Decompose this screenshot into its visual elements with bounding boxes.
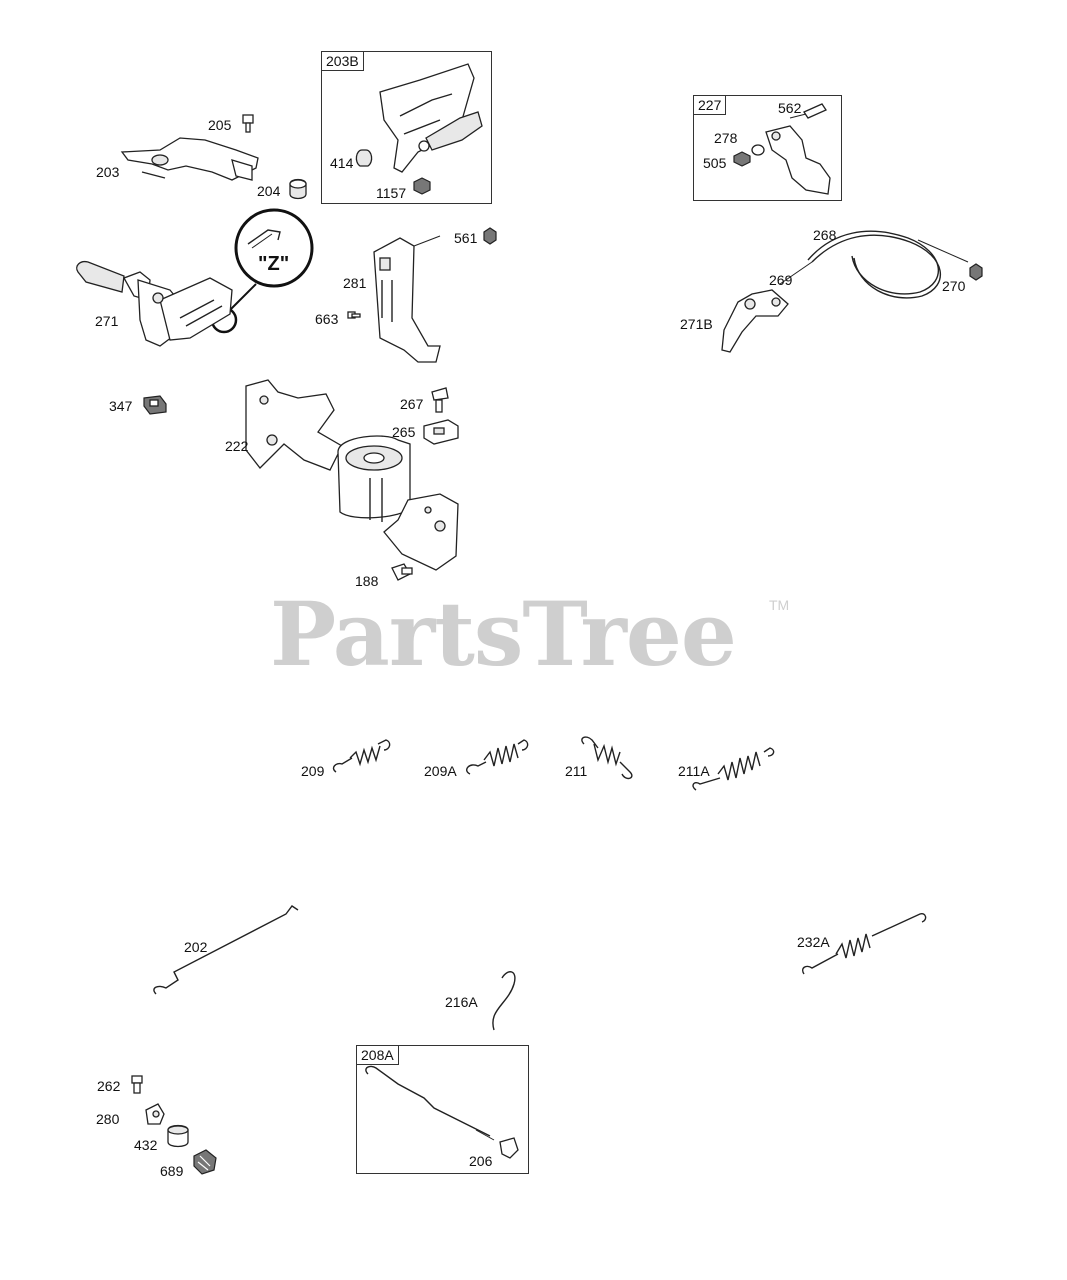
part-label-206[interactable]: 206 <box>469 1153 493 1169</box>
part-205-bolt-art <box>242 114 254 133</box>
part-208A-rod-art <box>365 1065 519 1159</box>
part-label-209A[interactable]: 209A <box>424 763 457 779</box>
part-209A-spring-art <box>466 739 529 775</box>
part-204-bushing-art <box>289 178 307 200</box>
part-label-271B[interactable]: 271B <box>680 316 713 332</box>
part-label-216A[interactable]: 216A <box>445 994 478 1010</box>
part-271-lever-art <box>76 260 233 347</box>
part-216A-clip-art <box>492 971 516 1031</box>
kit-tag-227[interactable]: 227 <box>693 95 727 115</box>
part-label-188[interactable]: 188 <box>355 573 379 589</box>
part-label-262[interactable]: 262 <box>97 1078 121 1094</box>
part-label-204[interactable]: 204 <box>257 183 281 199</box>
part-label-1157[interactable]: 1157 <box>376 185 407 201</box>
part-label-562[interactable]: 562 <box>778 100 802 116</box>
part-label-211A[interactable]: 211A <box>678 763 710 779</box>
part-label-265[interactable]: 265 <box>392 424 416 440</box>
kit-tag-203B[interactable]: 203B <box>321 51 364 71</box>
part-label-432[interactable]: 432 <box>134 1137 158 1153</box>
part-label-561[interactable]: 561 <box>454 230 478 246</box>
part-label-268[interactable]: 268 <box>813 227 837 243</box>
kit-227-frame <box>693 95 842 201</box>
part-203-bracket-art <box>120 137 259 181</box>
part-label-663[interactable]: 663 <box>315 311 339 327</box>
part-227-kit-art <box>733 103 831 195</box>
part-label-202[interactable]: 202 <box>184 939 208 955</box>
part-689-nut-art <box>193 1149 217 1175</box>
part-label-347[interactable]: 347 <box>109 398 133 414</box>
part-label-280[interactable]: 280 <box>96 1111 120 1127</box>
part-211-spring-art <box>581 736 633 780</box>
part-347-clip-art <box>143 395 167 415</box>
part-label-505[interactable]: 505 <box>703 155 727 171</box>
part-label-270[interactable]: 270 <box>942 278 966 294</box>
kit-tag-208A[interactable]: 208A <box>356 1045 399 1065</box>
part-267-bolt-art <box>431 387 449 413</box>
part-265-clamp-art <box>423 419 459 445</box>
part-label-689[interactable]: 689 <box>160 1163 184 1179</box>
part-label-414[interactable]: 414 <box>330 155 354 171</box>
part-202-rod-art <box>153 905 299 995</box>
part-label-281[interactable]: 281 <box>343 275 367 291</box>
part-280-bracket-art <box>145 1103 165 1125</box>
part-268-cable-art <box>721 230 983 353</box>
part-label-278[interactable]: 278 <box>714 130 738 146</box>
part-209-spring-art <box>332 739 391 773</box>
part-262-bolt-art <box>131 1075 143 1094</box>
z-callout-label: "Z" <box>258 253 290 275</box>
part-label-267[interactable]: 267 <box>400 396 424 412</box>
part-232A-spring-art <box>802 912 927 975</box>
part-432-bushing-art <box>167 1124 189 1148</box>
watermark-logo: PartsTree <box>270 582 737 686</box>
part-label-269[interactable]: 269 <box>769 272 793 288</box>
part-label-205[interactable]: 205 <box>208 117 232 133</box>
part-211A-spring-art <box>692 747 775 791</box>
part-281-bracket-art <box>347 227 497 363</box>
kit-203B-frame <box>321 51 492 204</box>
part-label-232A[interactable]: 232A <box>797 934 830 950</box>
z-callout-art <box>210 208 314 334</box>
kit-208A-frame <box>356 1045 529 1174</box>
part-label-211[interactable]: 211 <box>565 763 588 779</box>
part-label-271[interactable]: 271 <box>95 313 119 329</box>
part-label-203[interactable]: 203 <box>96 164 120 180</box>
part-label-209[interactable]: 209 <box>301 763 325 779</box>
part-label-222[interactable]: 222 <box>225 438 249 454</box>
watermark-trademark: TM <box>769 597 790 613</box>
part-222-bracket-art <box>245 379 459 581</box>
part-203B-assembly-art <box>355 63 483 195</box>
